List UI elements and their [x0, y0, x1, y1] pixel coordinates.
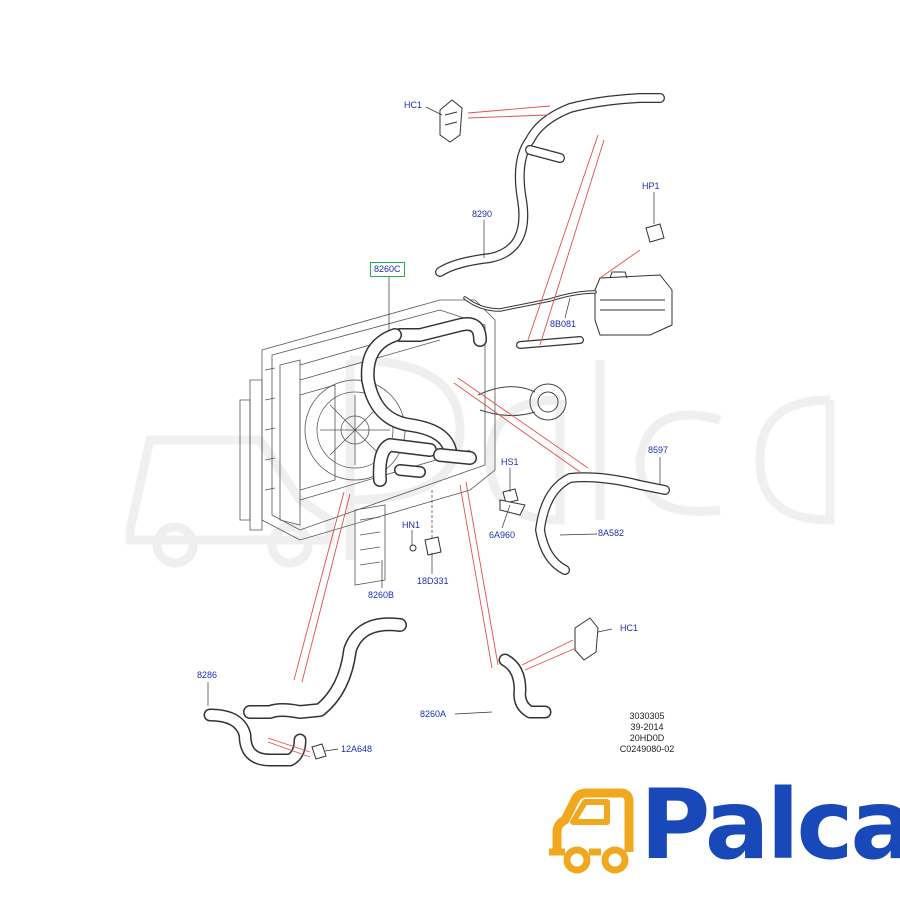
callout-8a582: 8A582 — [598, 528, 625, 538]
callout-hc1-right: HC1 — [620, 623, 639, 633]
callout-8260c: 8260C — [370, 262, 405, 277]
callout-hn1: HN1 — [402, 520, 421, 530]
thermostat-housing — [477, 383, 567, 421]
clips — [311, 99, 665, 760]
callout-hp1: HP1 — [642, 181, 660, 191]
callout-ticks — [207, 106, 661, 752]
reference-line-4: C0249080-02 — [619, 744, 675, 754]
callout-hs1: HS1 — [501, 457, 519, 467]
reference-line-2: 39-2014 — [630, 722, 664, 732]
callout-8597: 8597 — [648, 445, 669, 455]
callout-hc1-top: HC1 — [404, 100, 423, 110]
callout-12a648: 12A648 — [341, 744, 373, 754]
callout-8290: 8290 — [472, 209, 493, 219]
expansion-tank — [594, 271, 673, 336]
reference-line-1: 3030305 — [629, 711, 665, 721]
callout-8b081: 8B081 — [550, 319, 577, 329]
watermark — [125, 355, 835, 568]
callout-8260b: 8260B — [368, 590, 395, 600]
palca-logo-text: Palca — [640, 769, 900, 881]
palca-logo-car-icon — [549, 788, 634, 874]
callout-18d331: 18D331 — [417, 576, 449, 586]
leader-lines — [267, 105, 641, 758]
callout-8286: 8286 — [197, 670, 218, 680]
reference-block: 3030305 39-2014 20HD0D C0249080-02 — [612, 711, 682, 755]
reference-line-3: 20HD0D — [629, 733, 665, 743]
callout-6a960: 6A960 — [489, 530, 516, 540]
callout-8260a: 8260A — [420, 709, 447, 719]
